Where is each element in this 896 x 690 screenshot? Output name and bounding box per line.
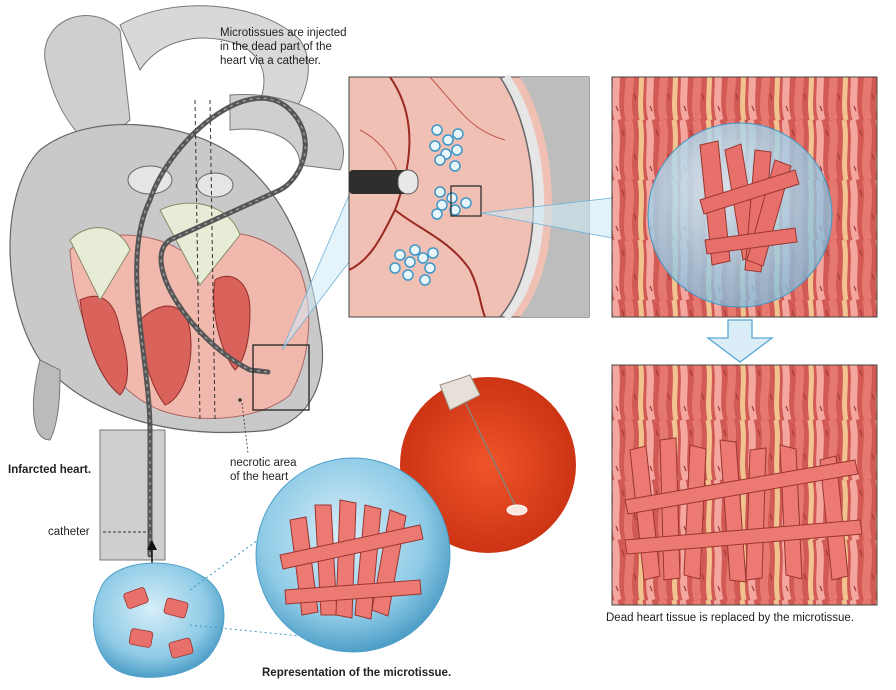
injection-panel — [349, 77, 589, 317]
injection-caption-line: in the dead part of the — [220, 40, 347, 54]
injection-caption-line: heart via a catheter. — [220, 54, 347, 68]
necrotic-area-line: necrotic area — [230, 456, 296, 470]
infarcted-heart-label: Infarcted heart. — [8, 463, 91, 477]
tissue-panel-top — [612, 77, 877, 317]
down-arrow-icon — [708, 320, 772, 362]
necrotic-area-label: necrotic area of the heart — [230, 456, 296, 484]
necrotic-area-line: of the heart — [230, 470, 296, 484]
tissue-panel-bottom — [612, 365, 877, 605]
microtissue-sphere — [256, 458, 450, 652]
injection-caption-line: Microtissues are injected — [220, 26, 347, 40]
microtissue-blob — [93, 563, 224, 677]
microtissue-representation-label: Representation of the microtissue. — [262, 666, 451, 680]
replacement-caption: Dead heart tissue is replaced by the mic… — [606, 611, 854, 625]
catheter-label: catheter — [48, 525, 90, 539]
injection-caption: Microtissues are injected in the dead pa… — [220, 26, 347, 68]
